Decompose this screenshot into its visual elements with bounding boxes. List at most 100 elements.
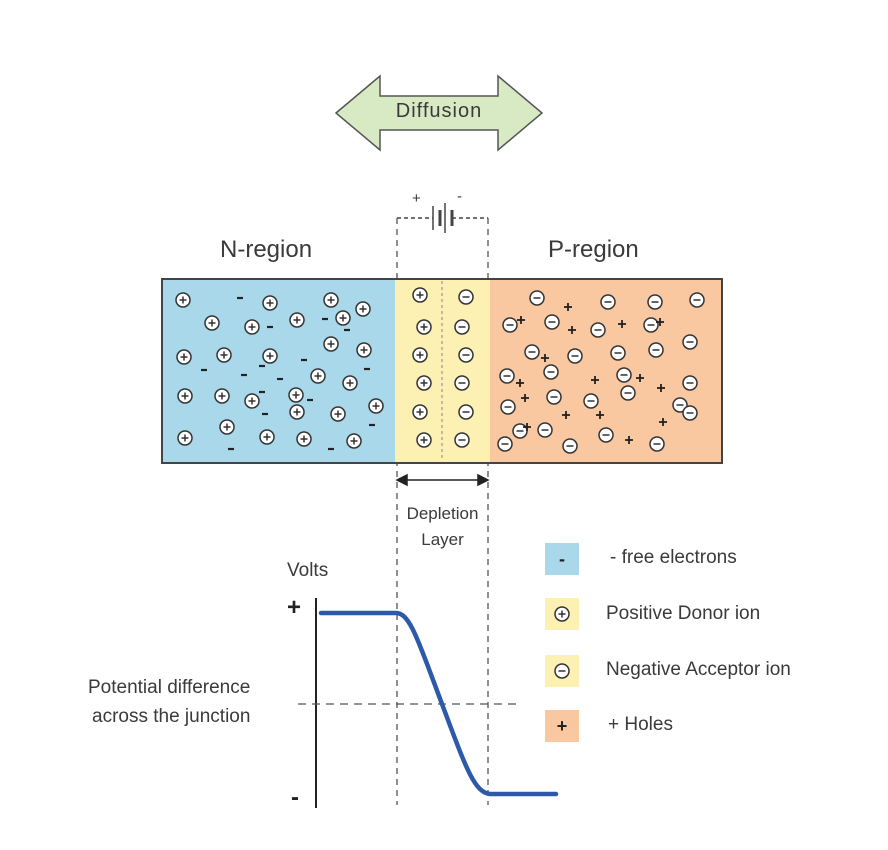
depletion-label-line2: Layer — [421, 530, 464, 549]
donor-ion — [259, 429, 275, 445]
diffusion-arrow — [334, 74, 544, 152]
acceptor-ion — [643, 317, 659, 333]
legend-text-donor-ion: Positive Donor ion — [606, 603, 761, 624]
donor-ion — [412, 287, 428, 303]
depletion-label-line1: Depletion — [406, 504, 479, 523]
battery-minus-label: - — [457, 188, 462, 205]
acceptor-ion — [590, 322, 606, 338]
donor-ion — [356, 342, 372, 358]
acceptor-ion — [648, 342, 664, 358]
donor-ion — [177, 430, 193, 446]
acceptor-ion — [499, 368, 515, 384]
hole — [596, 411, 604, 419]
charge-carriers — [175, 287, 705, 454]
acceptor-ion — [500, 399, 516, 415]
donor-ion — [244, 393, 260, 409]
donor-ion — [323, 292, 339, 308]
donor-ion — [219, 419, 235, 435]
hole — [657, 384, 665, 392]
donor-ion — [289, 404, 305, 420]
donor-ion — [310, 368, 326, 384]
legend-text-acceptor-ion: Negative Acceptor ion — [606, 659, 791, 680]
legend-swatch-electron — [545, 543, 579, 575]
donor-ion — [177, 388, 193, 404]
donor-ion — [368, 398, 384, 414]
acceptor-ion — [616, 367, 632, 383]
donor-ion — [289, 312, 305, 328]
acceptor-ion — [562, 438, 578, 454]
acceptor-ion — [672, 397, 688, 413]
acceptor-ion — [682, 375, 698, 391]
legend-swatch-hole — [545, 710, 579, 742]
acceptor-ion — [524, 344, 540, 360]
hole — [564, 303, 572, 311]
donor-ion — [296, 431, 312, 447]
donor-ion — [335, 310, 351, 326]
legend-text-free-electrons: - free electrons — [610, 547, 737, 568]
hole — [521, 394, 529, 402]
donor-ion — [262, 348, 278, 364]
potential-caption-line1: Potential difference — [88, 677, 251, 698]
acceptor-ion — [529, 290, 545, 306]
hole — [562, 411, 570, 419]
donor-ion — [412, 347, 428, 363]
acceptor-ion — [567, 348, 583, 364]
legend-symbol: + — [557, 716, 568, 736]
n-region-label: N-region — [220, 236, 313, 263]
battery-icon — [397, 203, 488, 233]
donor-ion — [323, 336, 339, 352]
donor-ion — [204, 315, 220, 331]
acceptor-ion — [620, 385, 636, 401]
y-plus-label: + — [287, 594, 302, 621]
donor-ion — [412, 404, 428, 420]
hole — [516, 379, 524, 387]
acceptor-ion — [682, 405, 698, 421]
battery-plus-label: + — [412, 190, 421, 207]
acceptor-ion — [598, 427, 614, 443]
donor-ion — [244, 319, 260, 335]
potential-caption-line2: across the junction — [92, 706, 251, 727]
potential-curve — [318, 610, 559, 797]
hole — [656, 318, 664, 326]
donor-ion — [288, 387, 304, 403]
acceptor-ion — [689, 292, 705, 308]
acceptor-ion — [682, 334, 698, 350]
depletion-boundary-lines — [396, 218, 489, 805]
donor-ion — [176, 349, 192, 365]
depletion-width-arrow — [395, 473, 490, 487]
legend-symbol: - — [559, 549, 565, 569]
donor-ion — [416, 432, 432, 448]
legend-text-holes: + Holes — [608, 714, 673, 735]
legend-swatches: -+ — [545, 543, 579, 742]
p-region-label: P-region — [548, 236, 639, 263]
donor-ion — [416, 375, 432, 391]
acceptor-ion — [543, 364, 559, 380]
acceptor-ion — [583, 393, 599, 409]
donor-ion — [346, 433, 362, 449]
crystal-outline — [161, 278, 723, 464]
donor-ion — [355, 301, 371, 317]
acceptor-ion — [458, 289, 474, 305]
acceptor-ion — [458, 347, 474, 363]
acceptor-ion — [600, 294, 616, 310]
acceptor-ion — [502, 317, 518, 333]
hole — [659, 418, 667, 426]
acceptor-ion — [647, 294, 663, 310]
acceptor-ion — [546, 389, 562, 405]
hole — [568, 326, 576, 334]
hole — [625, 436, 633, 444]
hole — [541, 354, 549, 362]
acceptor-ion — [537, 422, 553, 438]
acceptor-ion — [454, 432, 470, 448]
donor-ion — [216, 347, 232, 363]
acceptor-ion — [497, 436, 513, 452]
acceptor-ion — [544, 314, 560, 330]
hole — [591, 376, 599, 384]
hole — [517, 316, 525, 324]
acceptor-ion — [649, 436, 665, 452]
hole — [636, 374, 644, 382]
donor-ion — [175, 292, 191, 308]
donor-ion — [330, 406, 346, 422]
donor-ion — [262, 295, 278, 311]
